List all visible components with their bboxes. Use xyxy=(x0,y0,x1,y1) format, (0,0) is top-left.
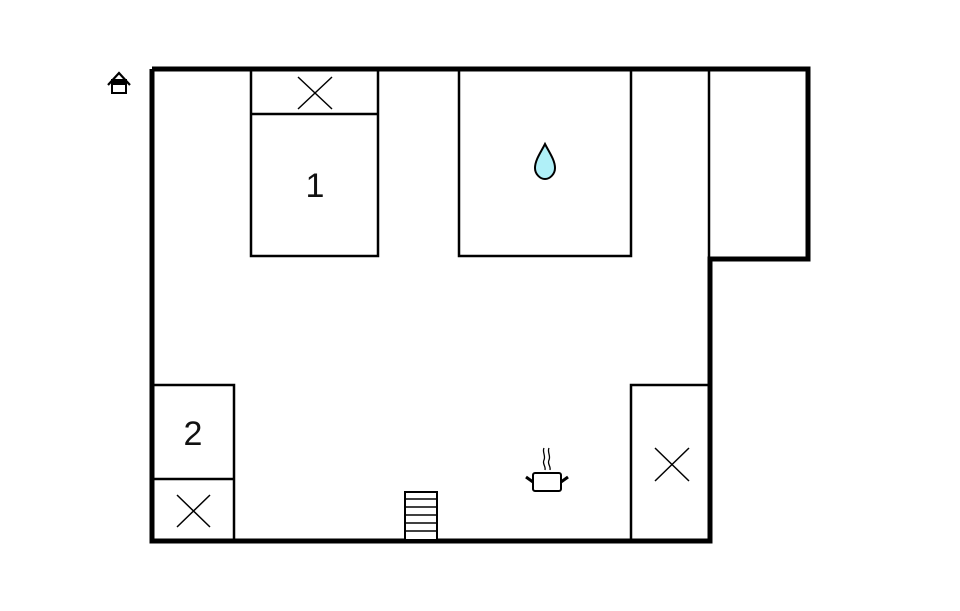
entrance-icon xyxy=(107,71,131,94)
bed-x-mark-icon xyxy=(297,76,333,110)
bed-2 xyxy=(151,383,236,542)
cooking-pot-icon xyxy=(525,447,569,492)
bed-x-mark-icon xyxy=(176,494,211,528)
bed-1 xyxy=(249,68,380,258)
bedroom-2: 2 xyxy=(151,383,236,542)
bedroom-1: 1 xyxy=(249,68,380,258)
stairs-icon xyxy=(404,491,438,541)
bathroom xyxy=(457,68,633,258)
room-label-2: 2 xyxy=(184,415,203,453)
right-bed xyxy=(629,383,711,542)
room-label-1: 1 xyxy=(306,167,325,205)
bed-x-mark-icon xyxy=(654,447,690,482)
water-drop-icon xyxy=(533,141,557,181)
